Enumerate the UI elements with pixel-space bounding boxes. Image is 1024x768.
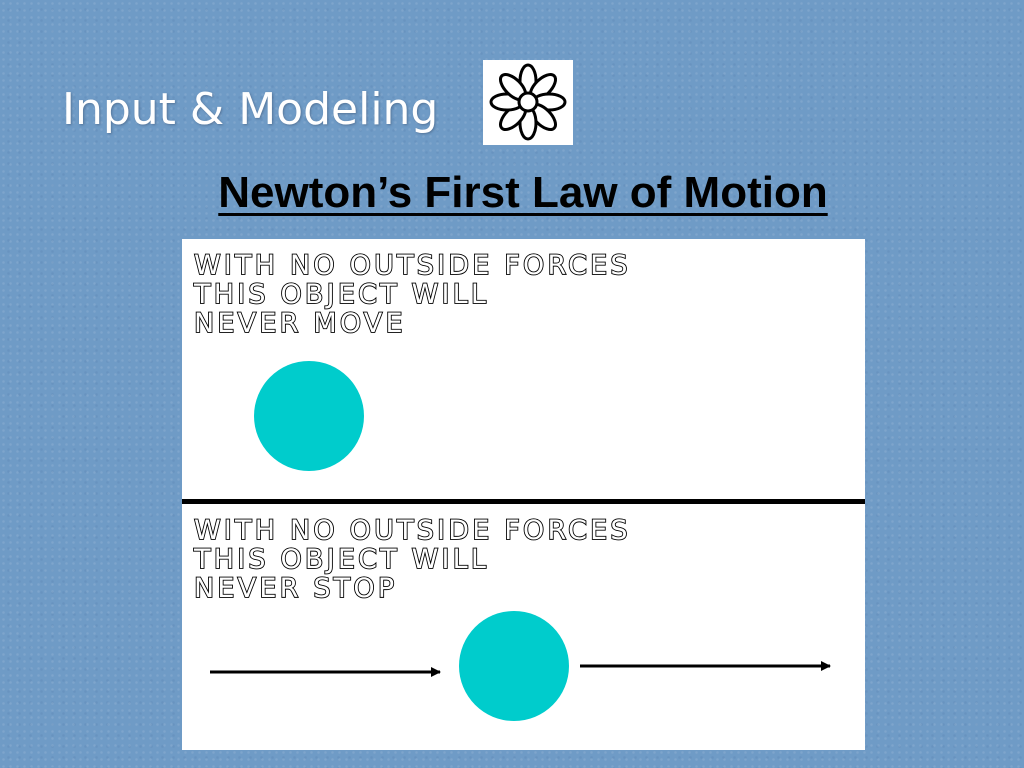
flower-icon [483, 60, 573, 145]
panel-1-line-1: WITH NO OUTSIDE FORCES [194, 250, 631, 281]
panel-2-line-2: THIS OBJECT WILL [193, 544, 489, 575]
panel-at-rest: WITH NO OUTSIDE FORCES THIS OBJECT WILL … [192, 249, 631, 471]
ball-in-motion [459, 611, 569, 721]
panel-1-line-3: NEVER MOVE [194, 308, 406, 339]
panel-2-line-1: WITH NO OUTSIDE FORCES [194, 515, 631, 546]
slide-subtitle: Newton’s First Law of Motion [218, 168, 828, 217]
panel-2-line-3: NEVER STOP [194, 573, 397, 604]
ball-at-rest [254, 361, 364, 471]
newton-first-law-diagram: WITH NO OUTSIDE FORCES THIS OBJECT WILL … [182, 239, 865, 750]
panel-1-line-2: THIS OBJECT WILL [193, 279, 489, 310]
slide-title: Input & Modeling [62, 84, 439, 135]
panel-divider [182, 499, 865, 504]
panel-in-motion: WITH NO OUTSIDE FORCES THIS OBJECT WILL … [192, 514, 831, 721]
